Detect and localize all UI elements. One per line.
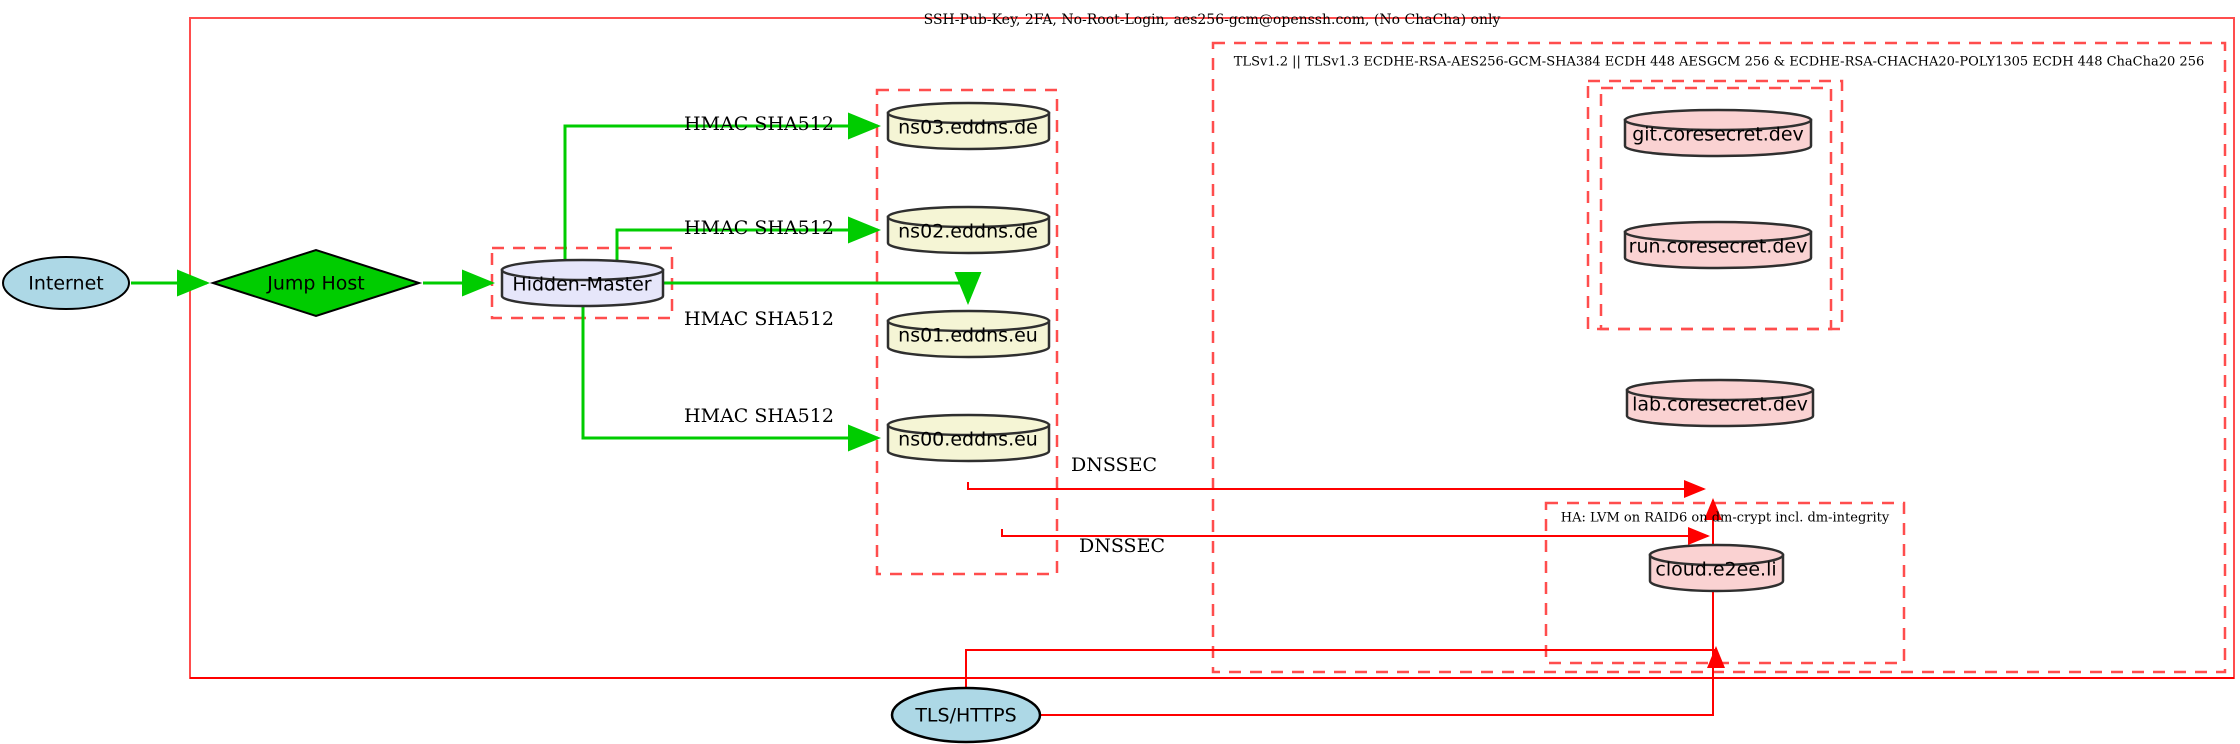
node-ns02-label: ns02.eddns.de <box>898 221 1038 243</box>
node-jump-host-label: Jump Host <box>266 273 365 295</box>
zone-coresecret-outer <box>1586 79 1844 331</box>
edge-dnssec-to-coresecret <box>967 480 1706 498</box>
node-ns00[interactable]: ns00.eddns.eu <box>886 413 1051 463</box>
zone-ssh <box>189 17 2235 679</box>
zone-coresecret-inner <box>1599 86 1833 331</box>
node-hidden-master[interactable]: Hidden-Master <box>500 258 665 308</box>
edge-tls-to-ha <box>965 646 1725 688</box>
edge-master-to-ns00 <box>581 306 881 452</box>
node-cloud-label: cloud.e2ee.li <box>1655 559 1776 581</box>
node-ns03[interactable]: ns03.eddns.de <box>886 101 1051 151</box>
edge-label-hmac-ns00: HMAC SHA512 <box>684 405 834 427</box>
node-git-coresecret[interactable]: git.coresecret.dev <box>1623 108 1813 158</box>
node-git-label: git.coresecret.dev <box>1632 124 1804 146</box>
edge-label-dnssec-1: DNSSEC <box>1071 454 1157 476</box>
node-jump-host[interactable]: Jump Host <box>209 248 423 318</box>
node-hidden-master-label: Hidden-Master <box>512 274 651 296</box>
edge-label-hmac-ns03: HMAC SHA512 <box>684 113 834 135</box>
node-run-label: run.coresecret.dev <box>1629 236 1808 258</box>
node-tls-https[interactable]: TLS/HTTPS <box>890 686 1042 744</box>
node-cloud-e2ee[interactable]: cloud.e2ee.li <box>1648 543 1785 593</box>
zone-tls-label: TLSv1.2 || TLSv1.3 ECDHE-RSA-AES256-GCM-… <box>1234 55 2204 70</box>
node-internet-label: Internet <box>28 273 103 295</box>
node-ns00-label: ns00.eddns.eu <box>898 429 1038 451</box>
edge-dnssec-to-ha <box>1001 527 1710 545</box>
zone-dns <box>875 88 1059 576</box>
edge-master-to-ns02 <box>615 216 881 260</box>
edge-tls-to-coresecret <box>1040 498 1722 716</box>
node-ns01-label: ns01.eddns.eu <box>898 325 1038 347</box>
edge-label-hmac-ns01: HMAC SHA512 <box>684 308 834 330</box>
zone-tls <box>1211 41 2227 674</box>
edge-master-to-ns03 <box>563 112 881 260</box>
node-ns02[interactable]: ns02.eddns.de <box>886 205 1051 255</box>
node-lab-coresecret[interactable]: lab.coresecret.dev <box>1625 378 1815 428</box>
node-internet[interactable]: Internet <box>2 256 130 310</box>
node-ns01[interactable]: ns01.eddns.eu <box>886 309 1051 359</box>
edge-label-dnssec-2: DNSSEC <box>1079 535 1165 557</box>
zone-ha-label: HA: LVM on RAID6 on dm-crypt incl. dm-in… <box>1561 511 1890 526</box>
node-lab-label: lab.coresecret.dev <box>1632 394 1808 416</box>
zone-ha <box>1544 501 1906 665</box>
edge-label-hmac-ns02: HMAC SHA512 <box>684 217 834 239</box>
edge-master-to-ns01 <box>663 272 982 305</box>
node-run-coresecret[interactable]: run.coresecret.dev <box>1623 220 1813 270</box>
zone-ssh-label: SSH-Pub-Key, 2FA, No-Root-Login, aes256-… <box>924 12 1501 28</box>
node-ns03-label: ns03.eddns.de <box>898 117 1038 139</box>
node-tls-https-label: TLS/HTTPS <box>914 705 1016 727</box>
